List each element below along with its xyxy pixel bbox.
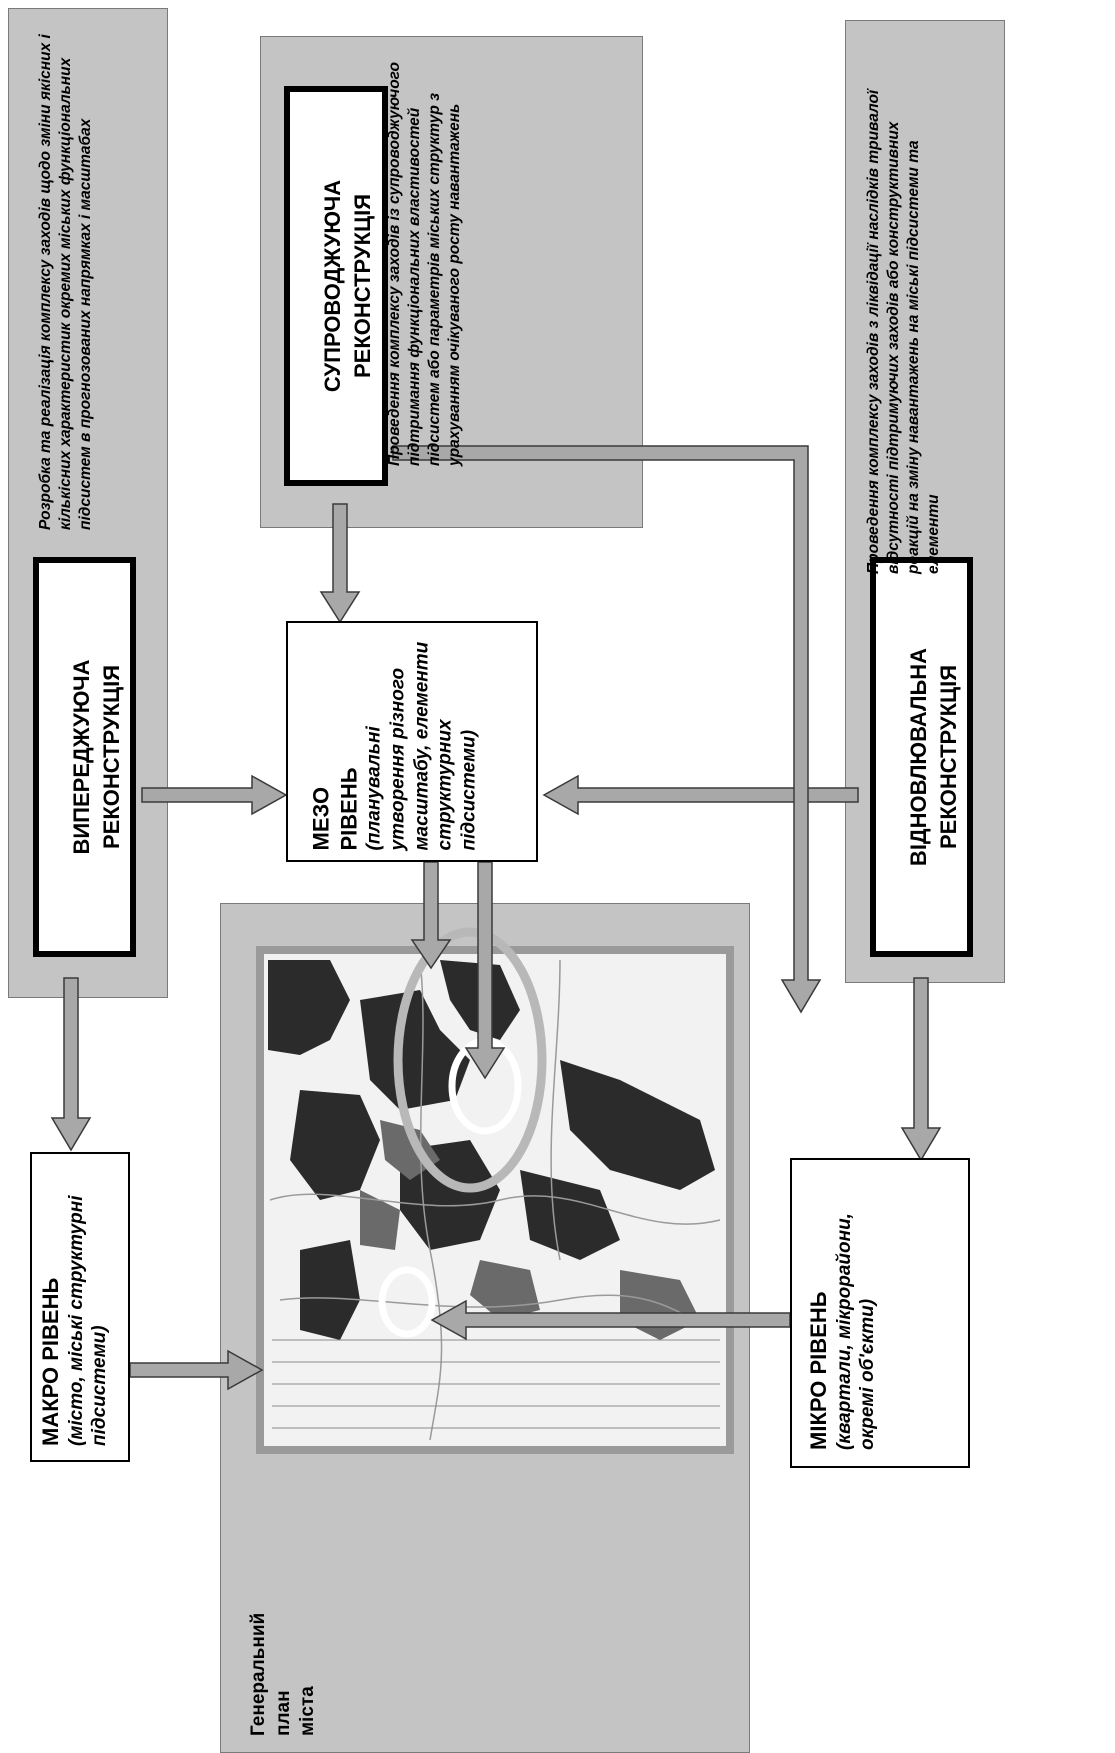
micro-level-title: МІКРО РІВЕНЬ: [806, 1291, 831, 1450]
arrow-meso-to-map-right: [464, 861, 506, 1080]
accompanying-reconstruction-box: [284, 86, 388, 486]
macro-level-text: МАКРО РІВЕНЬ (місто, міські структурні п…: [35, 1160, 125, 1454]
meso-level-box: [286, 621, 538, 862]
accompanying-description: Проведення комплексу заходів із супровод…: [386, 61, 464, 466]
arrow-advance-to-meso: [141, 774, 288, 816]
macro-level-title: МАКРО РІВЕНЬ: [38, 1277, 63, 1446]
arrow-restorative-to-meso: [542, 774, 859, 816]
restorative-reconstruction-title: ВІДНОВЛЮВАЛЬНА РЕКОНСТРУКЦІЯ: [906, 647, 961, 867]
micro-level-text: МІКРО РІВЕНЬ (квартали, мікрорайони, окр…: [795, 1166, 965, 1460]
advance-description: Розробка та реалізація комплексу заходів…: [37, 34, 95, 530]
meso-level-text: МЕЗО РІВЕНЬ (планувальні утворення різно…: [302, 627, 523, 857]
micro-level-box: [790, 1158, 970, 1468]
arrow-accompanying-to-micro: [392, 445, 822, 1014]
restorative-description: Проведення комплексу заходів з ліквідаці…: [865, 89, 943, 574]
meso-level-title: МЕЗО РІВЕНЬ: [308, 767, 362, 851]
arrow-restorative-to-micro: [900, 977, 942, 1162]
accompanying-reconstruction-title: СУПРОВОДЖУЮЧА РЕКОНСТРУКЦІЯ: [320, 179, 375, 393]
arrow-advance-to-macro: [50, 977, 92, 1152]
arrow-meso-to-map-left: [410, 861, 452, 970]
master-plan-caption: Генеральний план міста: [248, 1612, 319, 1736]
macro-level-box: [30, 1152, 130, 1462]
macro-level-description: (місто, міські структурні підсистеми): [65, 1195, 111, 1446]
advance-reconstruction-box: [33, 557, 136, 957]
arrow-micro-to-map: [430, 1299, 791, 1341]
arrow-accompanying-to-meso: [319, 503, 361, 624]
advance-reconstruction-title: ВИПЕРЕДЖУЮЧА РЕКОНСТРУКЦІЯ: [69, 659, 124, 855]
restorative-reconstruction-box: [870, 557, 973, 957]
micro-level-description: (квартали, мікрорайони, окремі об'єкти): [833, 1213, 879, 1450]
arrow-macro-to-plan: [129, 1349, 264, 1391]
meso-level-description: (планувальні утворення різного масштабу,…: [363, 641, 480, 851]
